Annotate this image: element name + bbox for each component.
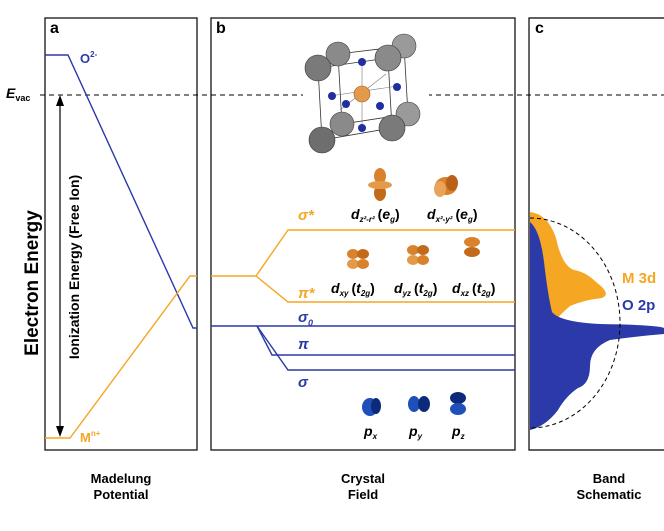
dxz-label: dxz(t2g)	[452, 280, 495, 298]
panel-c-caption-1: Band	[593, 471, 626, 486]
dz2-label: dz²-r²(eg)	[351, 206, 400, 224]
y-axis-label: Electron Energy	[22, 210, 43, 356]
dx2y2-orbital-icon	[434, 175, 458, 197]
panel-a: a O2- Mn+ Ionization Energy (Free Ion) M…	[44, 17, 198, 502]
dz2-orbital-icon	[368, 168, 392, 201]
px-orbital-icon	[362, 398, 381, 416]
panel-a-caption-2: Potential	[94, 487, 149, 502]
pi-star-label: π*	[298, 285, 316, 302]
evac-label: Evac	[6, 85, 30, 103]
pi-level	[256, 325, 515, 356]
panel-b-letter: b	[216, 20, 226, 37]
px-label: px	[363, 423, 378, 441]
sigma-0-label: σ0	[298, 309, 313, 328]
dx2y2-label: dx²-y²(eg)	[427, 206, 477, 224]
pz-orbital-icon	[450, 392, 466, 415]
panel-b-caption-2: Field	[348, 487, 378, 502]
panel-a-caption-1: Madelung	[91, 471, 152, 486]
dyz-orbital-icon	[407, 245, 429, 265]
arrow-head-down	[56, 426, 64, 437]
pi-star-level	[255, 275, 515, 303]
sigma-star-level	[211, 229, 515, 277]
band-envelope-dashed	[529, 217, 621, 429]
arrow-head-up	[56, 95, 64, 106]
py-label: py	[408, 423, 423, 441]
panel-b: b	[210, 17, 516, 502]
py-orbital-icon	[408, 396, 430, 412]
metal-level-line	[45, 275, 197, 439]
sigma-label: σ	[298, 374, 309, 391]
panel-c-caption-2: Schematic	[576, 487, 641, 502]
panel-b-frame	[210, 17, 516, 451]
pz-label: pz	[451, 423, 465, 441]
dxy-label: dxy(t2g)	[331, 280, 375, 298]
crystal-structure-illustration	[303, 33, 429, 154]
ionization-energy-label: Ionization Energy (Free Ion)	[66, 175, 82, 359]
sigma-level	[256, 325, 515, 371]
panel-c-frame	[528, 17, 664, 451]
sigma-star-label: σ*	[298, 207, 315, 224]
pi-label: π	[298, 336, 309, 353]
dxz-orbital-icon	[464, 237, 480, 257]
oxygen-2p-band-label: O 2p	[622, 297, 655, 314]
dyz-label: dyz(t2g)	[394, 280, 437, 298]
oxygen-band-shape	[530, 222, 664, 430]
oxygen-ion-label: O2-	[80, 50, 98, 66]
panel-b-caption-1: Crystal	[341, 471, 385, 486]
panel-c-letter: c	[535, 20, 544, 37]
panel-c: c M 3d O 2p Band Schematic	[528, 17, 664, 502]
oxygen-level-line	[45, 54, 197, 329]
metal-ion-label: Mn+	[80, 429, 101, 445]
metal-3d-band-label: M 3d	[622, 270, 656, 287]
panel-a-frame	[44, 17, 198, 451]
dxy-orbital-icon	[347, 249, 369, 269]
panel-a-letter: a	[50, 20, 59, 37]
